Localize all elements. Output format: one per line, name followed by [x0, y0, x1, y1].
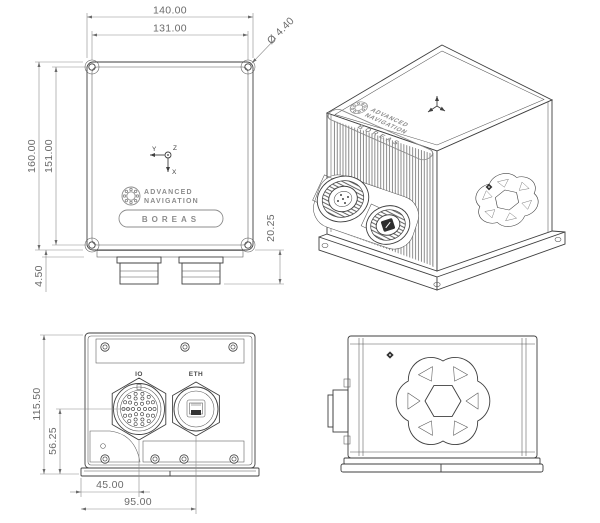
- eth-label: ETH: [189, 371, 204, 378]
- axes-triad-iso: [427, 96, 446, 113]
- side-connector-profile: [327, 378, 351, 445]
- dim-hole-edge-offset: 4.50: [33, 265, 45, 287]
- iso-eth-connector: [360, 203, 411, 245]
- io-label: IO: [135, 371, 143, 378]
- top-view-connectors: [116, 256, 224, 285]
- dim-connector-center-height: 56.25: [47, 427, 59, 455]
- eth-connector: [172, 381, 220, 437]
- iso-base-flange: [318, 230, 566, 291]
- axes-triad-top: Y Z X: [150, 145, 177, 176]
- axis-label-y: Y: [152, 146, 157, 153]
- front-bottom-fins: [142, 440, 245, 463]
- dim-overall-width: 140.00: [153, 5, 187, 17]
- front-base-plate: [80, 467, 260, 477]
- side-diamond-marker: [386, 351, 394, 359]
- front-top-fins: [95, 338, 245, 364]
- axis-label-z: Z: [173, 145, 177, 152]
- dim-overall-height: 115.50: [31, 387, 43, 420]
- dim-overall-depth: 160.00: [26, 139, 38, 173]
- dim-hole-diameter: Ø 4.40: [265, 15, 297, 47]
- led-indicator: [100, 443, 106, 449]
- axis-label-x: X: [172, 169, 177, 176]
- iso-io-connector: [312, 174, 370, 223]
- brand-line2: NAVIGATION: [144, 198, 199, 205]
- dim-hole-spacing-depth: 151.00: [43, 139, 55, 173]
- corner-plate: [89, 430, 141, 463]
- iso-diamond-marker: [485, 183, 493, 191]
- dim-hole-spacing-width: 131.00: [153, 23, 187, 35]
- fin-edge-strip: [96, 250, 244, 258]
- front-view-dimensions: 115.50 56.25 45.00 95.00: [31, 334, 197, 514]
- top-view-branding: ADVANCED NAVIGATION BOREAS: [118, 186, 224, 228]
- product-name: BOREAS: [142, 215, 200, 224]
- dim-io-offset: 45.00: [96, 479, 124, 491]
- front-view: IO ETH 115.50 56.25: [31, 332, 260, 514]
- dim-eth-offset: 95.00: [124, 496, 152, 508]
- top-view: Y Z X ADVANCED NAVIGATION BOREAS 140.00: [26, 5, 297, 292]
- brand-line1: ADVANCED: [144, 189, 193, 196]
- side-base-plate: [340, 457, 544, 473]
- isometric-view: ADVANCED NAVIGATION BOREAS: [312, 44, 566, 291]
- dim-connector-protrusion: 20.25: [265, 214, 277, 242]
- io-connector: [111, 377, 167, 441]
- side-view: [327, 335, 544, 473]
